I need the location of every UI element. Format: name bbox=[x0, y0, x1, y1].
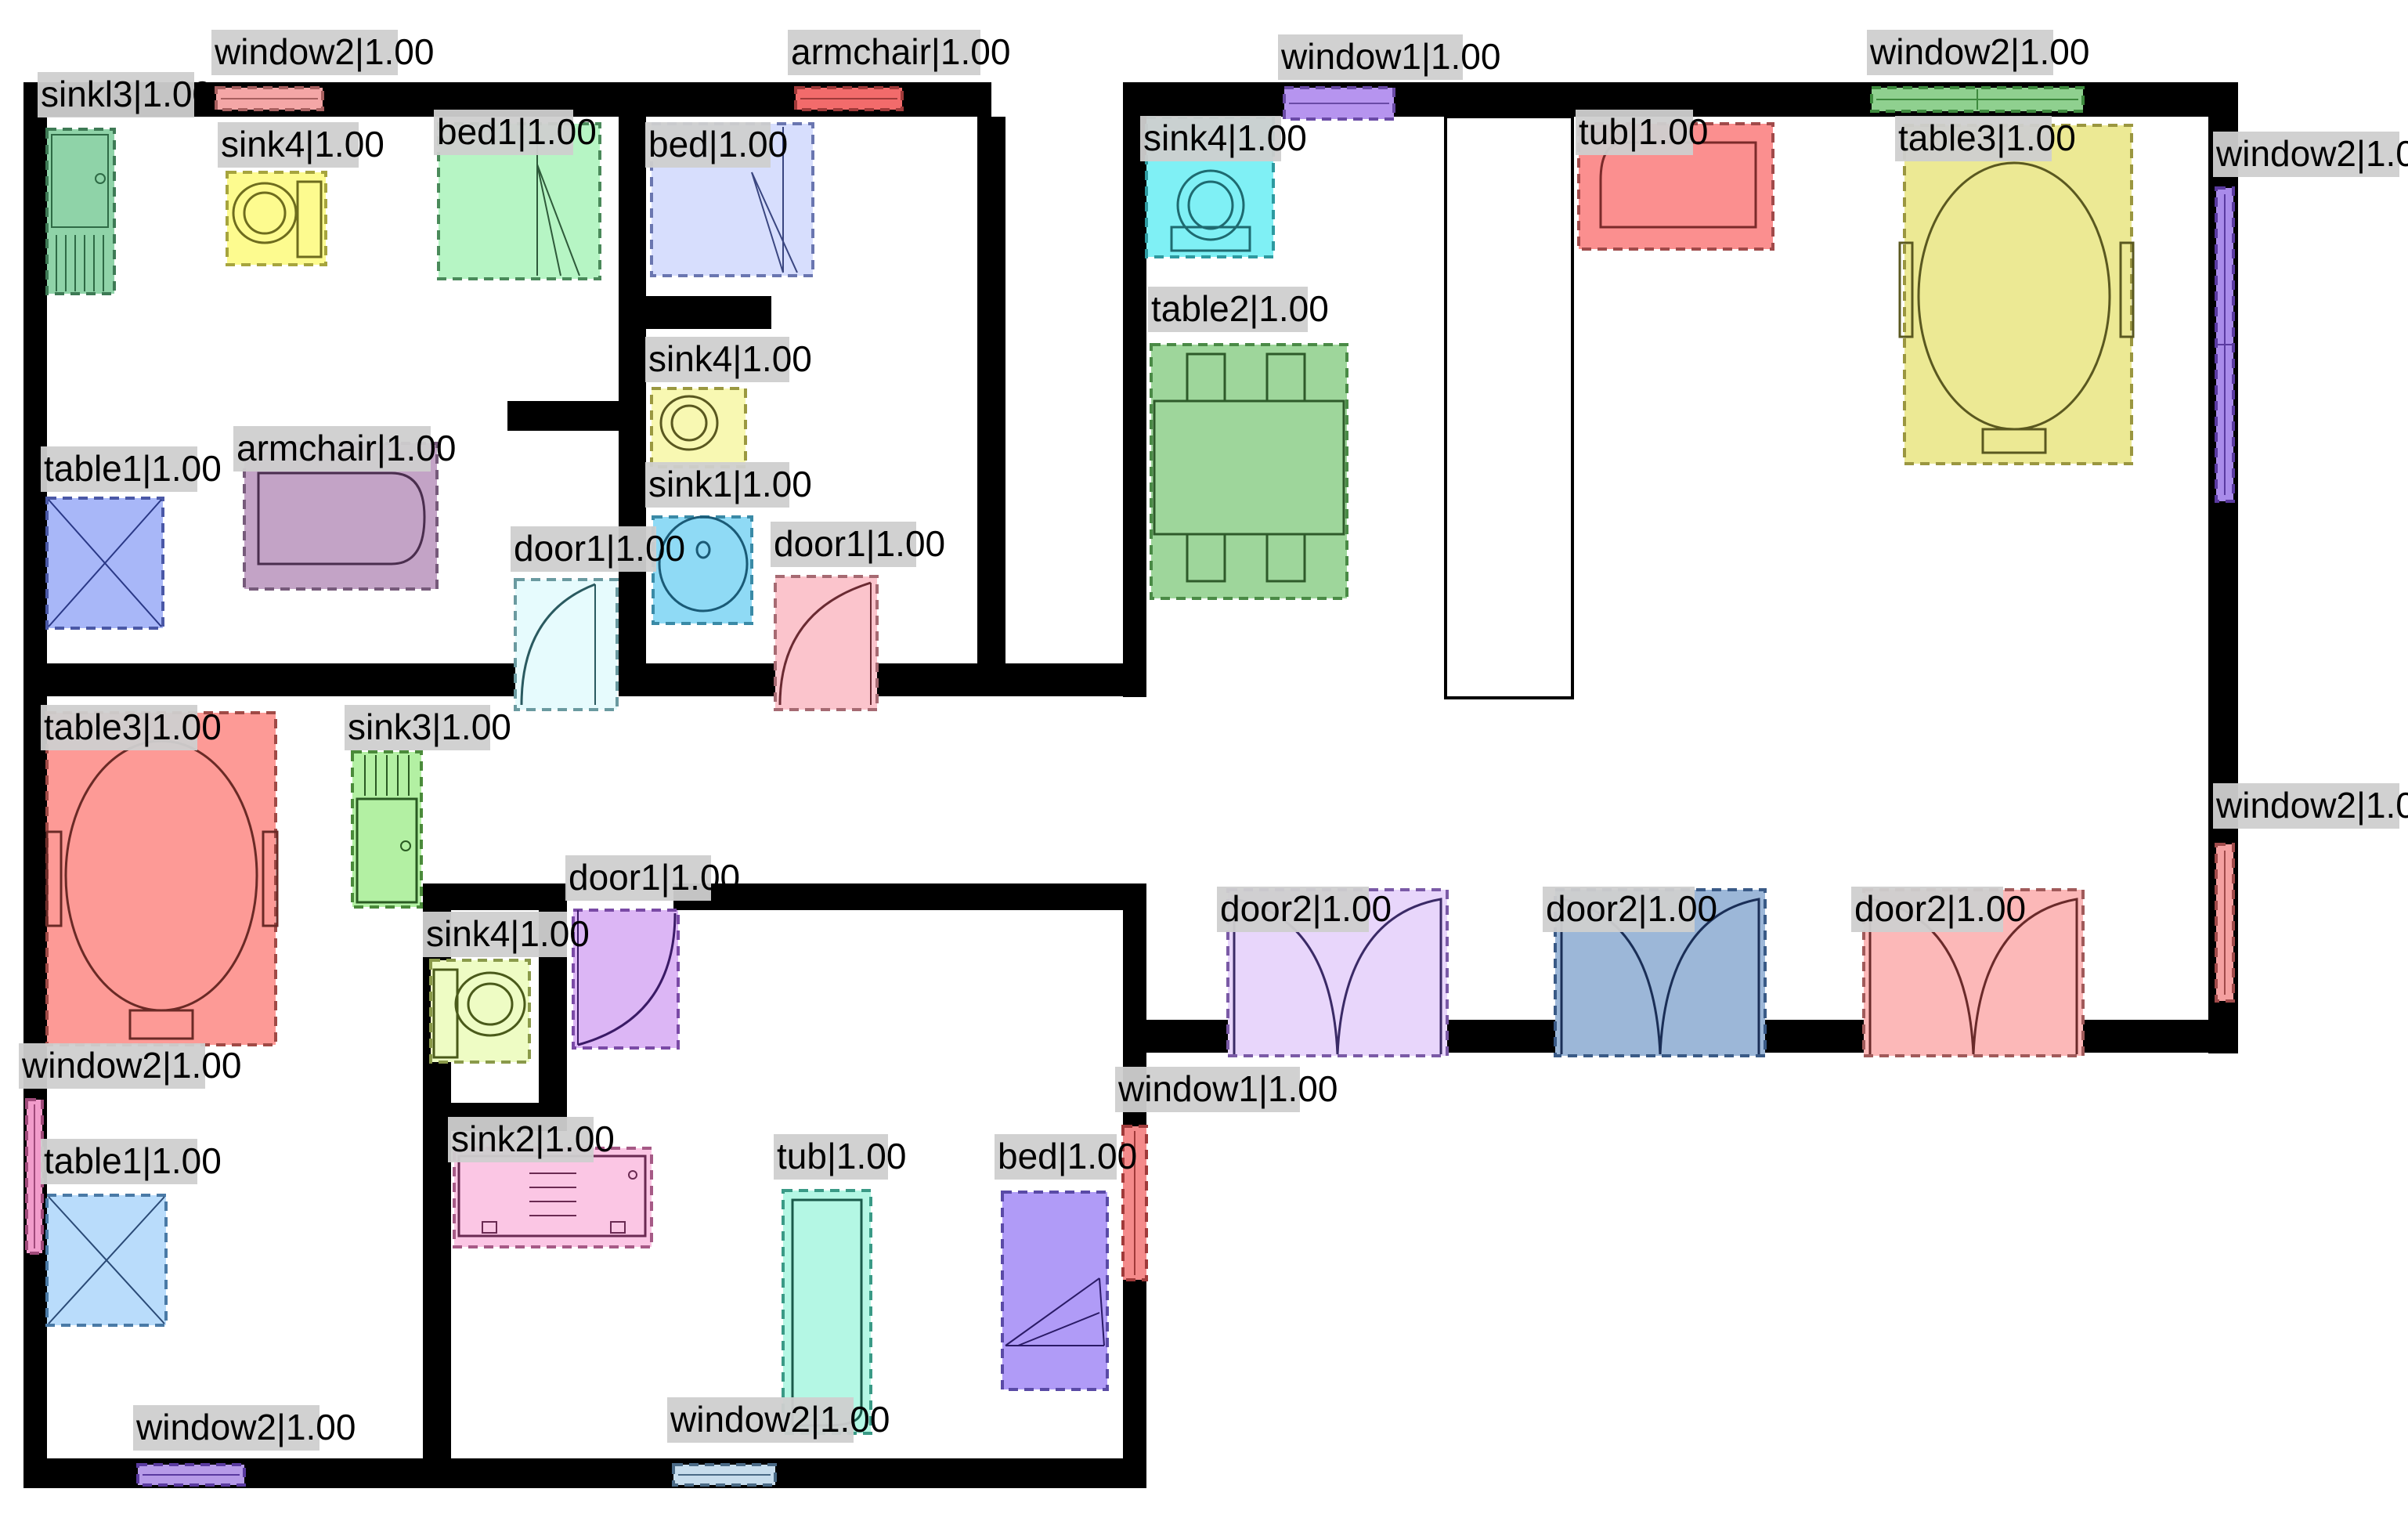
window2-left-lower bbox=[25, 1098, 44, 1255]
svg-text:window1|1.00: window1|1.00 bbox=[1280, 36, 1500, 77]
object-label: door1|1.00 bbox=[565, 855, 740, 901]
svg-text:tub|1.00: tub|1.00 bbox=[1579, 111, 1708, 152]
svg-text:sink4|1.00: sink4|1.00 bbox=[221, 124, 384, 164]
object-label: table1|1.00 bbox=[41, 446, 222, 492]
object-label: sink1|1.00 bbox=[645, 462, 812, 508]
window1-top bbox=[1283, 86, 1395, 121]
svg-text:bed|1.00: bed|1.00 bbox=[998, 1136, 1137, 1176]
window2-top-left bbox=[215, 86, 324, 111]
table1-lower bbox=[45, 1194, 168, 1327]
object-label: tub|1.00 bbox=[1576, 110, 1708, 155]
object-label: window1|1.00 bbox=[1115, 1067, 1338, 1112]
object-label: door2|1.00 bbox=[1217, 887, 1392, 932]
svg-text:bed|1.00: bed|1.00 bbox=[648, 124, 788, 164]
window2-right-upper bbox=[2215, 186, 2235, 503]
svg-text:window2|1.00: window2|1.00 bbox=[2215, 133, 2408, 174]
object-label: armchair|1.00 bbox=[788, 30, 1010, 75]
svg-text:sink4|1.00: sink4|1.00 bbox=[648, 338, 812, 379]
object-label: table3|1.00 bbox=[41, 705, 222, 750]
sink2 bbox=[453, 1147, 653, 1248]
object-label: sinkl3|1.00 bbox=[38, 72, 212, 117]
object-label: window2|1.00 bbox=[667, 1397, 890, 1443]
door1-left bbox=[514, 578, 619, 711]
tub-vertical bbox=[782, 1189, 872, 1435]
armchair-top-window bbox=[794, 86, 904, 111]
object-label: table1|1.00 bbox=[41, 1139, 222, 1184]
toilet-top-left bbox=[226, 171, 327, 266]
toilet-middle bbox=[650, 387, 747, 468]
svg-text:sink4|1.00: sink4|1.00 bbox=[426, 913, 590, 954]
object-label: bed|1.00 bbox=[995, 1134, 1137, 1180]
svg-text:door1|1.00: door1|1.00 bbox=[514, 528, 685, 569]
svg-text:tub|1.00: tub|1.00 bbox=[777, 1136, 906, 1176]
object-label: table2|1.00 bbox=[1148, 287, 1329, 332]
svg-text:window2|1.00: window2|1.00 bbox=[135, 1407, 356, 1447]
svg-text:window2|1.00: window2|1.00 bbox=[214, 31, 434, 72]
svg-text:door2|1.00: door2|1.00 bbox=[1220, 888, 1392, 929]
object-label: sink4|1.00 bbox=[645, 337, 812, 382]
table2 bbox=[1150, 343, 1348, 600]
object-label: window2|1.00 bbox=[19, 1043, 241, 1089]
svg-text:table3|1.00: table3|1.00 bbox=[44, 706, 222, 747]
object-label: sink2|1.00 bbox=[448, 1117, 615, 1162]
labels: window2|1.00 armchair|1.00 window1|1.00 … bbox=[19, 30, 2408, 1451]
object-label: table3|1.00 bbox=[1895, 116, 2076, 161]
object-label: armchair|1.00 bbox=[233, 426, 456, 472]
object-label: door1|1.00 bbox=[771, 522, 945, 567]
object-label: door2|1.00 bbox=[1543, 887, 1717, 932]
sink3 bbox=[351, 750, 423, 909]
window2-bottom-left bbox=[136, 1463, 246, 1487]
object-label: door2|1.00 bbox=[1851, 887, 2026, 932]
svg-text:door2|1.00: door2|1.00 bbox=[1546, 888, 1717, 929]
svg-text:door2|1.00: door2|1.00 bbox=[1854, 888, 2026, 929]
svg-text:door1|1.00: door1|1.00 bbox=[774, 523, 945, 564]
door1-center bbox=[774, 575, 879, 711]
table3-left bbox=[45, 711, 279, 1046]
object-label: sink4|1.00 bbox=[1140, 116, 1307, 161]
window2-bottom-center bbox=[672, 1463, 777, 1487]
svg-text:table3|1.00: table3|1.00 bbox=[1898, 117, 2076, 158]
svg-text:sink2|1.00: sink2|1.00 bbox=[451, 1118, 615, 1159]
object-label: sink4|1.00 bbox=[218, 122, 384, 168]
svg-text:armchair|1.00: armchair|1.00 bbox=[236, 428, 456, 468]
object-label: sink3|1.00 bbox=[345, 705, 511, 750]
object-label: tub|1.00 bbox=[774, 1134, 906, 1180]
svg-text:window2|1.00: window2|1.00 bbox=[21, 1045, 241, 1086]
object-label: sink4|1.00 bbox=[423, 912, 590, 957]
svg-text:window1|1.00: window1|1.00 bbox=[1117, 1068, 1338, 1109]
svg-text:table2|1.00: table2|1.00 bbox=[1151, 288, 1329, 329]
svg-text:window2|1.00: window2|1.00 bbox=[2215, 785, 2408, 826]
object-label: window2|1.00 bbox=[211, 30, 434, 75]
svg-text:table1|1.00: table1|1.00 bbox=[44, 1140, 222, 1181]
svg-text:sink1|1.00: sink1|1.00 bbox=[648, 464, 812, 504]
object-label: bed1|1.00 bbox=[434, 110, 597, 155]
table1-upper bbox=[45, 497, 164, 630]
svg-text:table1|1.00: table1|1.00 bbox=[44, 448, 222, 489]
window1-lower bbox=[1121, 1125, 1148, 1281]
bed-lower bbox=[1001, 1191, 1109, 1391]
object-label: window2|1.00 bbox=[133, 1405, 356, 1451]
svg-text:bed1|1.00: bed1|1.00 bbox=[437, 111, 597, 152]
door1-lower bbox=[572, 909, 680, 1050]
object-label: window2|1.00 bbox=[2213, 783, 2408, 829]
svg-text:window2|1.00: window2|1.00 bbox=[1869, 31, 2089, 72]
table3-top-right bbox=[1898, 124, 2135, 465]
svg-text:armchair|1.00: armchair|1.00 bbox=[791, 31, 1010, 72]
object-label: window1|1.00 bbox=[1278, 34, 1500, 80]
svg-text:door1|1.00: door1|1.00 bbox=[569, 857, 740, 898]
toilet-lower bbox=[429, 959, 531, 1064]
object-label: bed|1.00 bbox=[645, 122, 788, 168]
sink1 bbox=[652, 515, 753, 625]
window2-top-right bbox=[1870, 86, 2085, 113]
object-label: window2|1.00 bbox=[2213, 132, 2408, 177]
svg-text:sink3|1.00: sink3|1.00 bbox=[348, 706, 511, 747]
object-label: door1|1.00 bbox=[511, 526, 685, 572]
svg-text:sink4|1.00: sink4|1.00 bbox=[1143, 117, 1307, 158]
svg-text:window2|1.00: window2|1.00 bbox=[670, 1399, 890, 1440]
svg-text:sinkl3|1.00: sinkl3|1.00 bbox=[41, 74, 212, 114]
object-label: window2|1.00 bbox=[1867, 30, 2089, 75]
sink-top-left bbox=[45, 128, 116, 295]
window2-right-lower bbox=[2215, 843, 2235, 1003]
